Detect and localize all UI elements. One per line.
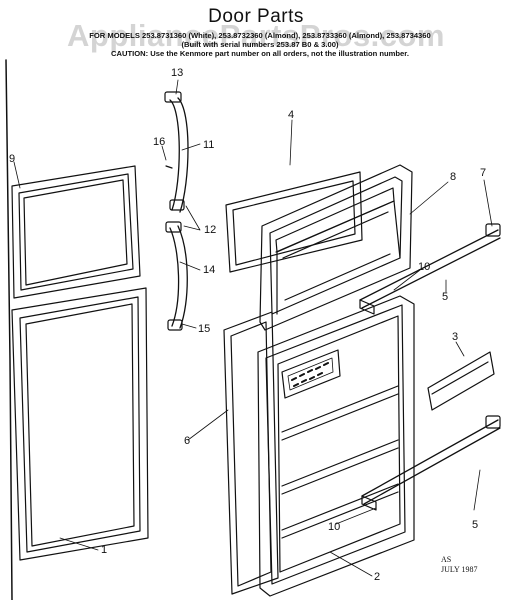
- stamp-code: AS: [441, 555, 452, 564]
- watermark: AppliancePartsPros.com: [67, 18, 445, 53]
- callout-5b: 5: [472, 519, 478, 531]
- freezer-liner-gasket: [225, 171, 363, 273]
- callout-2: 2: [374, 571, 380, 583]
- shelf-bars: [359, 223, 501, 511]
- fresh-food-liner-gasket: [223, 311, 279, 595]
- stamp-date: JULY 1987: [441, 565, 478, 574]
- page-title: Door Parts: [208, 6, 304, 27]
- callout-4: 4: [288, 109, 294, 121]
- leader-lines: [13, 79, 493, 577]
- callout-14: 14: [203, 264, 215, 276]
- callout-12: 12: [204, 224, 216, 236]
- margin-line: [5, 59, 13, 600]
- callout-11: 11: [203, 139, 214, 151]
- freezer-door-liner: [259, 164, 413, 331]
- callout-15: 15: [198, 323, 210, 335]
- callout-3: 3: [452, 331, 458, 343]
- callout-8: 8: [450, 171, 456, 183]
- caution-line: CAUTION: Use the Kenmore part number on …: [111, 49, 409, 58]
- freezer-door-gasket: [11, 165, 141, 299]
- callout-6: 6: [184, 435, 190, 447]
- callout-13: 13: [171, 67, 183, 79]
- callout-10b: 10: [328, 521, 340, 533]
- callout-10: 10: [418, 261, 430, 273]
- model-line: FOR MODELS 253.8731360 (White), 253.8732…: [89, 31, 431, 40]
- callout-1: 1: [101, 544, 107, 556]
- fresh-food-door-liner: [257, 295, 415, 597]
- fresh-food-door-gasket: [11, 287, 149, 561]
- serial-line: (Built with serial numbers 253.87 B0 & 3…: [181, 40, 339, 49]
- dairy-door: [427, 351, 495, 411]
- callout-9: 9: [9, 153, 15, 165]
- callout-5: 5: [442, 291, 448, 303]
- callout-16: 16: [153, 136, 165, 148]
- door-handles: [164, 91, 189, 331]
- callout-numbers: 13 16 11 9 12 14 15 4 8 7 10 5 3 6 10 5 …: [9, 67, 486, 583]
- callout-7: 7: [480, 167, 486, 179]
